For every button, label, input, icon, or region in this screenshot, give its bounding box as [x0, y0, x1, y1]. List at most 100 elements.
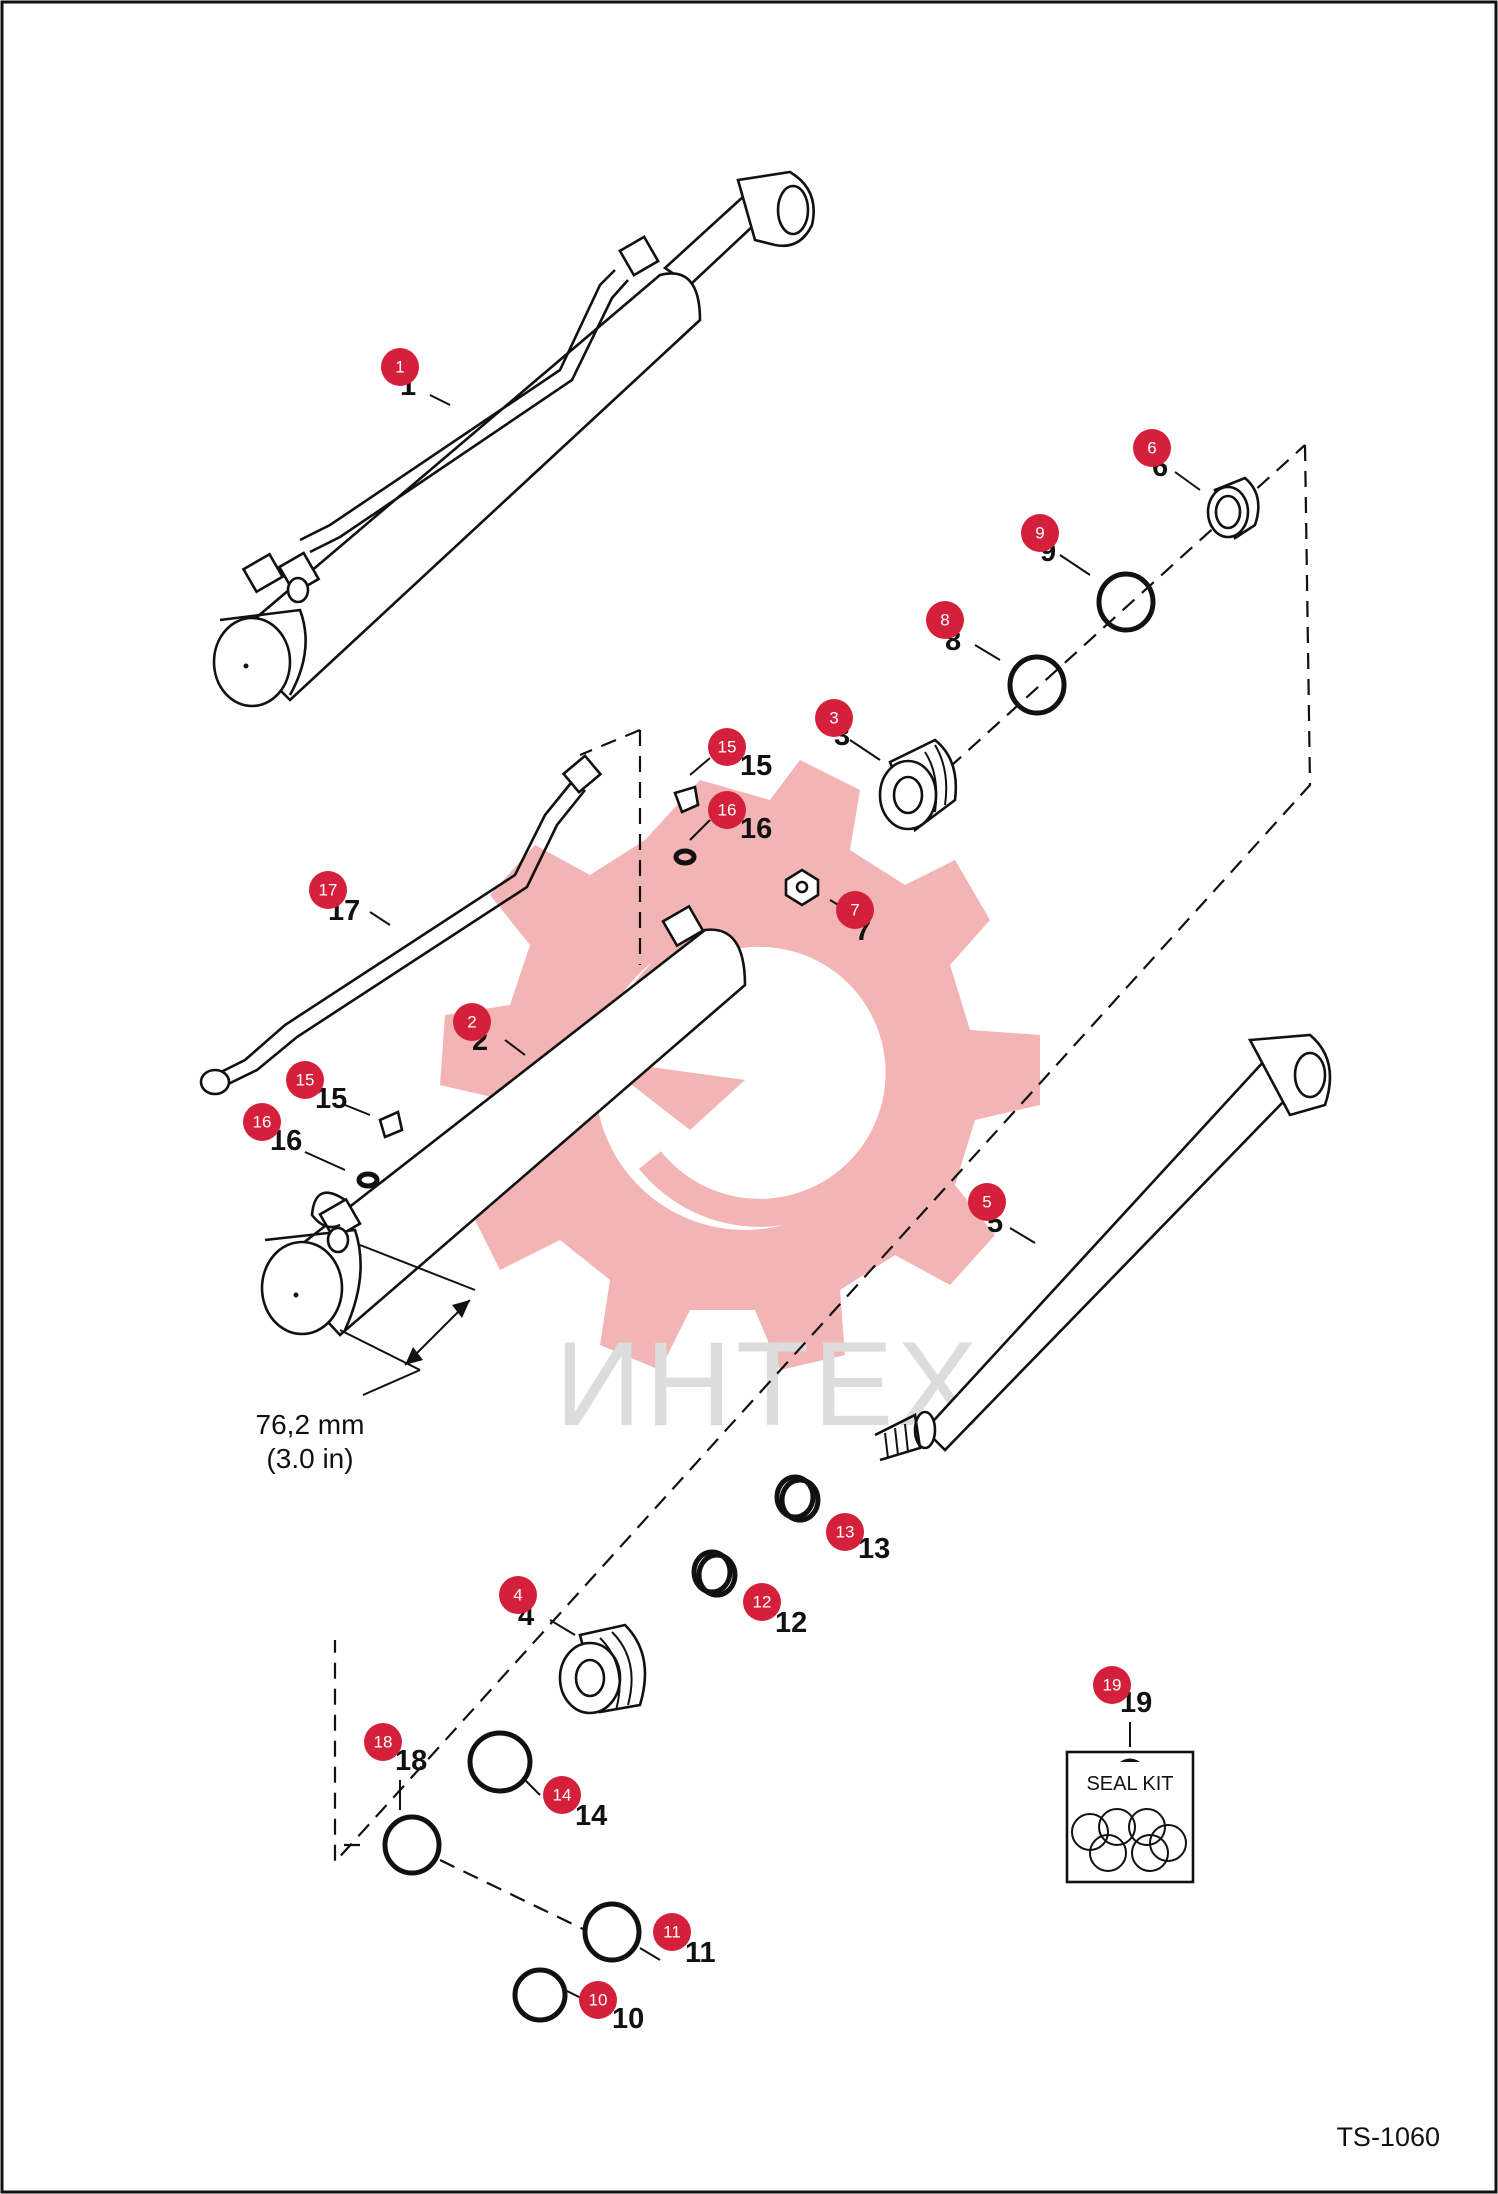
callout-badge-label-10: 10: [589, 1991, 608, 2010]
dimension-metric: 76,2 mm: [256, 1409, 365, 1440]
part-1-cylinder-assembly: [212, 170, 815, 708]
callout-number-10: 10: [612, 2003, 644, 2035]
callout-badge-17: [309, 871, 347, 909]
assembly-dashed-guide: [333, 444, 1312, 1865]
callout-badge-8: [926, 601, 964, 639]
diameter-dimension: 76,2 mm (3.0 in): [256, 1244, 476, 1474]
part-16-oring-top: [673, 848, 697, 866]
callout-badge-16: [243, 1103, 281, 1141]
callout-badge-label-5: 5: [982, 1193, 991, 1212]
callout-badge-18: [364, 1723, 402, 1761]
part-18-ring: [382, 1814, 442, 1876]
seal-kit-rings-icon: [1071, 1808, 1187, 1872]
callout-badge-14: [543, 1776, 581, 1814]
part-15-plug-top: [673, 785, 700, 814]
callout-badge-label-18: 18: [374, 1733, 393, 1752]
callout-badge-label-8: 8: [940, 611, 949, 630]
part-7-nut: [784, 868, 820, 907]
callout-3: 33: [815, 699, 853, 752]
callout-badge-9: [1021, 514, 1059, 552]
part-19-seal-kit: SEAL KIT: [1065, 1722, 1195, 1884]
callout-badge-4: [499, 1576, 537, 1614]
callout-9: 99: [1021, 514, 1059, 568]
callout-number-14: 14: [575, 1800, 607, 1832]
callout-badge-label-15: 15: [296, 1071, 315, 1090]
part-3-cylinder-head: [878, 738, 958, 833]
callout-layer: 1122334455667788991010111112121313141415…: [243, 348, 1171, 2035]
callout-badge-label-17: 17: [319, 881, 338, 900]
callout-4: 44: [499, 1576, 537, 1632]
callout-1: 11: [381, 348, 419, 402]
callout-number-12: 12: [775, 1607, 807, 1639]
callout-badge-label-4: 4: [513, 1586, 522, 1605]
part-6-bushing: [1206, 476, 1260, 540]
callout-badge-label-19: 19: [1103, 1676, 1122, 1695]
part-13-ring: [774, 1474, 821, 1523]
part-8-seal-ring: [1007, 654, 1067, 716]
callout-badge-label-13: 13: [836, 1523, 855, 1542]
callout-badge-5: [968, 1183, 1006, 1221]
callout-badge-label-1: 1: [395, 358, 404, 377]
part-10-oring: [512, 1967, 568, 2023]
callout-badge-19: [1093, 1666, 1131, 1704]
callout-badge-7: [836, 891, 874, 929]
callout-number-16: 16: [740, 813, 772, 845]
callout-badge-3: [815, 699, 853, 737]
part-16-oring-lower: [356, 1171, 380, 1189]
dimension-imperial: (3.0 in): [266, 1443, 353, 1474]
callout-6: 66: [1133, 429, 1171, 483]
callout-badge-label-15: 15: [718, 738, 737, 757]
callout-number-13: 13: [858, 1533, 890, 1565]
callout-badge-label-12: 12: [753, 1593, 772, 1612]
callout-badge-label-6: 6: [1147, 439, 1156, 458]
callout-badge-label-11: 11: [663, 1923, 681, 1942]
callout-badge-label-14: 14: [553, 1786, 572, 1805]
part-17-hydraulic-tube: [199, 753, 603, 1096]
part-4-piston: [558, 1623, 647, 1715]
callout-badge-10: [579, 1981, 617, 2019]
callout-2: 22: [453, 1003, 491, 1057]
part-12-ring: [691, 1549, 738, 1598]
part-9-seal-ring: [1096, 571, 1156, 633]
callout-8: 88: [926, 601, 964, 657]
callout-badge-label-16: 16: [253, 1113, 272, 1132]
watermark-logo: ИНТЕХ: [440, 760, 1040, 1451]
callout-badge-15: [286, 1061, 324, 1099]
callout-number-15: 15: [740, 750, 772, 782]
callout-number-11: 11: [685, 1937, 716, 1969]
part-2-barrel: [260, 904, 747, 1337]
figure-code: TS-1060: [1336, 2122, 1440, 2152]
callout-badge-label-9: 9: [1035, 524, 1044, 543]
callout-badge-13: [826, 1513, 864, 1551]
callout-5: 55: [968, 1183, 1006, 1239]
callout-number-18: 18: [395, 1745, 427, 1777]
watermark-text: ИНТЕХ: [555, 1317, 981, 1451]
part-11-ring: [582, 1901, 642, 1963]
callout-badge-6: [1133, 429, 1171, 467]
callout-badge-label-16: 16: [718, 801, 737, 820]
callout-badge-11: [653, 1913, 691, 1951]
part-5-piston-rod: [874, 1033, 1332, 1462]
callout-badge-label-3: 3: [829, 709, 838, 728]
callout-badge-15: [708, 728, 746, 766]
part-14-seal: [467, 1730, 533, 1794]
callout-badge-12: [743, 1583, 781, 1621]
part-15-plug-lower: [378, 1110, 404, 1139]
callout-badge-2: [453, 1003, 491, 1041]
callout-badge-16: [708, 791, 746, 829]
callout-badge-label-7: 7: [850, 901, 859, 920]
